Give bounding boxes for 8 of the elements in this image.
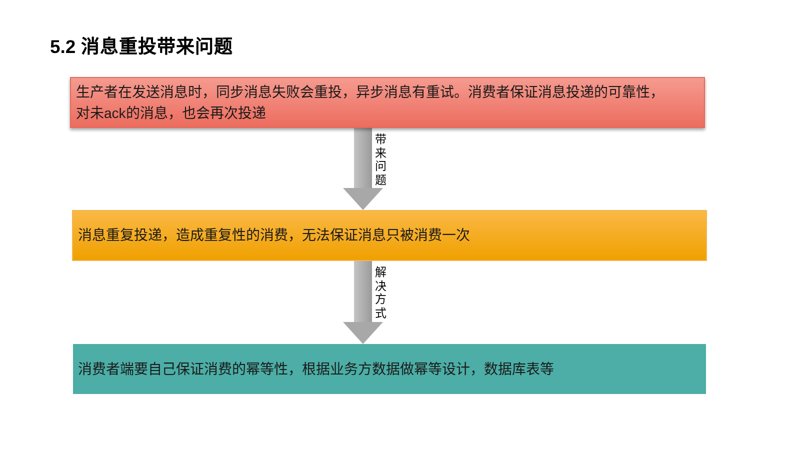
process-box: 生产者在发送消息时，同步消息失败会重投，异步消息有重试。消费者保证消息投递的可靠性，对未ack的消息，也会再次投递 (70, 77, 705, 128)
arrow (343, 128, 383, 210)
arrow (343, 261, 383, 344)
edge-label: 带来问题 (374, 134, 387, 188)
process-box: 消息重复投递，造成重复性的消费，无法保证消息只被消费一次 (72, 210, 707, 261)
process-box: 消费者端要自己保证消费的幂等性，根据业务方数据做幂等设计，数据库表等 (73, 344, 706, 394)
title: 5.2 消息重投带来问题 (50, 35, 233, 58)
edge-label: 解决方式 (374, 267, 387, 321)
